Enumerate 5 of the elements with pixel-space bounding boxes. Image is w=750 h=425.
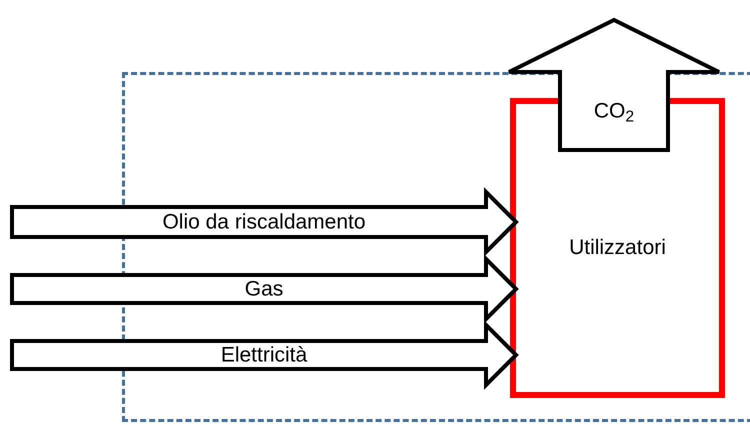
block-arrow <box>10 254 519 324</box>
block-arrow <box>507 18 721 152</box>
node-label: Utilizzatori <box>569 235 666 262</box>
edge-label: CO$_{2}$ <box>594 100 634 122</box>
block-arrow <box>10 320 519 390</box>
